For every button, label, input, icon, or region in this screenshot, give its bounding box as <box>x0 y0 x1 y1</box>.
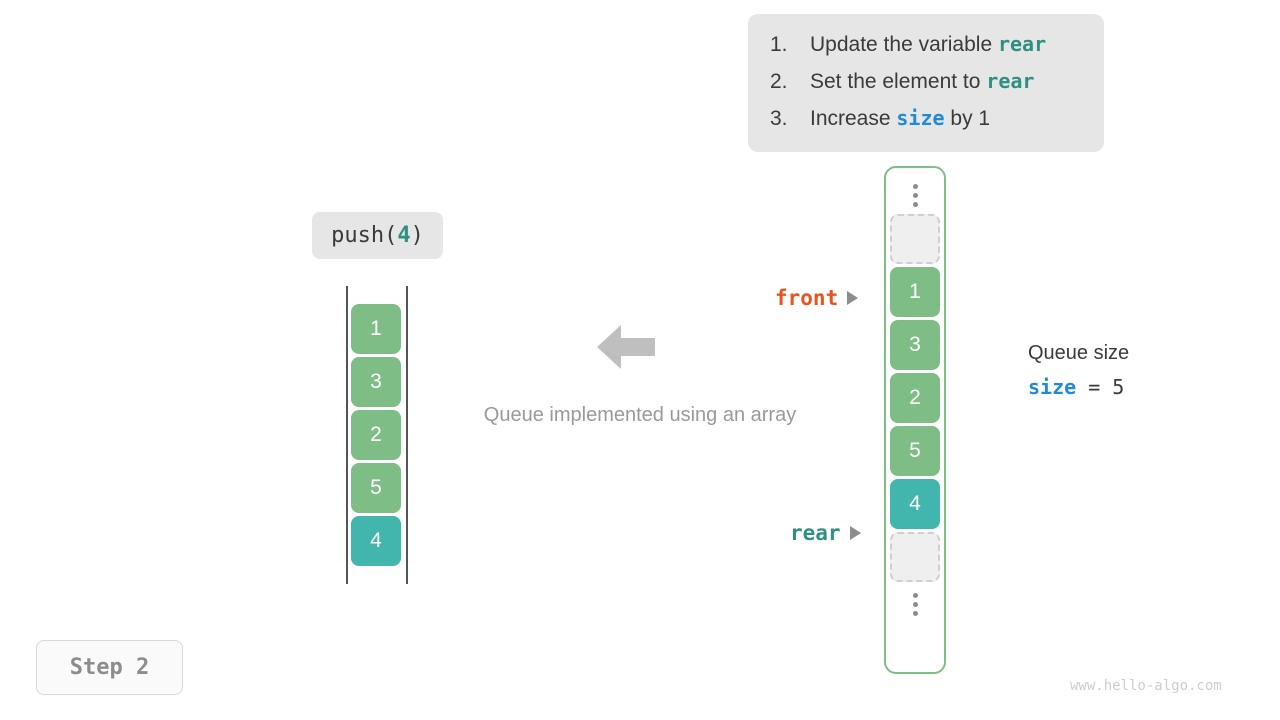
array-cell: 5 <box>351 463 401 513</box>
instruction-text: Set the element to <box>810 70 987 93</box>
pointer-rear: rear <box>790 521 861 545</box>
queue-size-variable: size <box>1028 375 1077 399</box>
vertical-ellipsis-icon-bottom <box>890 585 940 623</box>
queue-slot-empty <box>890 532 940 582</box>
array-rail-right <box>406 286 408 584</box>
pointer-arrow-icon <box>847 291 859 305</box>
vertical-ellipsis-icon-top <box>890 176 940 214</box>
instruction-item-1: 1. Update the variable rear <box>770 32 1082 69</box>
watermark: www.hello-algo.com <box>1070 678 1222 694</box>
array-cell: 1 <box>351 304 401 354</box>
left-array-cells: 1 3 2 5 4 <box>351 304 401 569</box>
array-rail-left <box>346 286 348 584</box>
step-badge: Step 2 <box>36 640 183 695</box>
queue-size-info: Queue size size = 5 <box>1028 342 1129 399</box>
queue-column-slots: 1 3 2 5 4 <box>890 176 940 623</box>
array-cell-highlighted: 4 <box>351 516 401 566</box>
left-array-visualization: 1 3 2 5 4 <box>346 286 408 584</box>
instruction-text-after: by 1 <box>944 107 991 130</box>
instruction-item-3: 3. Increase size by 1 <box>770 106 1082 143</box>
queue-column-visualization: 1 3 2 5 4 <box>884 166 946 674</box>
diagram-caption: Queue implemented using an array <box>483 404 797 426</box>
pointer-arrow-icon <box>849 526 861 540</box>
instruction-text: Update the variable <box>810 33 998 56</box>
queue-slot-empty <box>890 214 940 264</box>
queue-slot: 1 <box>890 267 940 317</box>
instruction-keyword-size: size <box>896 106 945 130</box>
instruction-number: 2. <box>770 70 788 93</box>
queue-size-expression: size = 5 <box>1028 375 1129 399</box>
queue-slot: 2 <box>890 373 940 423</box>
operation-name: push( <box>331 223 398 248</box>
queue-slot: 5 <box>890 426 940 476</box>
instruction-number: 1. <box>770 33 788 56</box>
arrow-left-icon <box>597 322 655 372</box>
array-cell: 3 <box>351 357 401 407</box>
instruction-panel: 1. Update the variable rear 2. Set the e… <box>748 14 1104 152</box>
instruction-keyword-rear: rear <box>986 69 1035 93</box>
queue-size-title: Queue size <box>1028 342 1130 364</box>
operation-argument: 4 <box>397 223 411 248</box>
pointer-front-label: front <box>775 286 839 310</box>
pointer-rear-label: rear <box>790 521 841 545</box>
array-cell: 2 <box>351 410 401 460</box>
queue-size-value: = 5 <box>1076 375 1125 399</box>
instruction-keyword-rear: rear <box>997 32 1047 56</box>
operation-close-paren: ) <box>410 223 424 248</box>
instruction-item-2: 2. Set the element to rear <box>770 69 1082 106</box>
queue-slot: 3 <box>890 320 940 370</box>
instruction-number: 3. <box>770 107 788 130</box>
instruction-text: Increase <box>810 107 897 130</box>
queue-slot-highlighted: 4 <box>890 479 940 529</box>
operation-label-push: push(4) <box>312 212 443 259</box>
pointer-front: front <box>775 286 859 310</box>
